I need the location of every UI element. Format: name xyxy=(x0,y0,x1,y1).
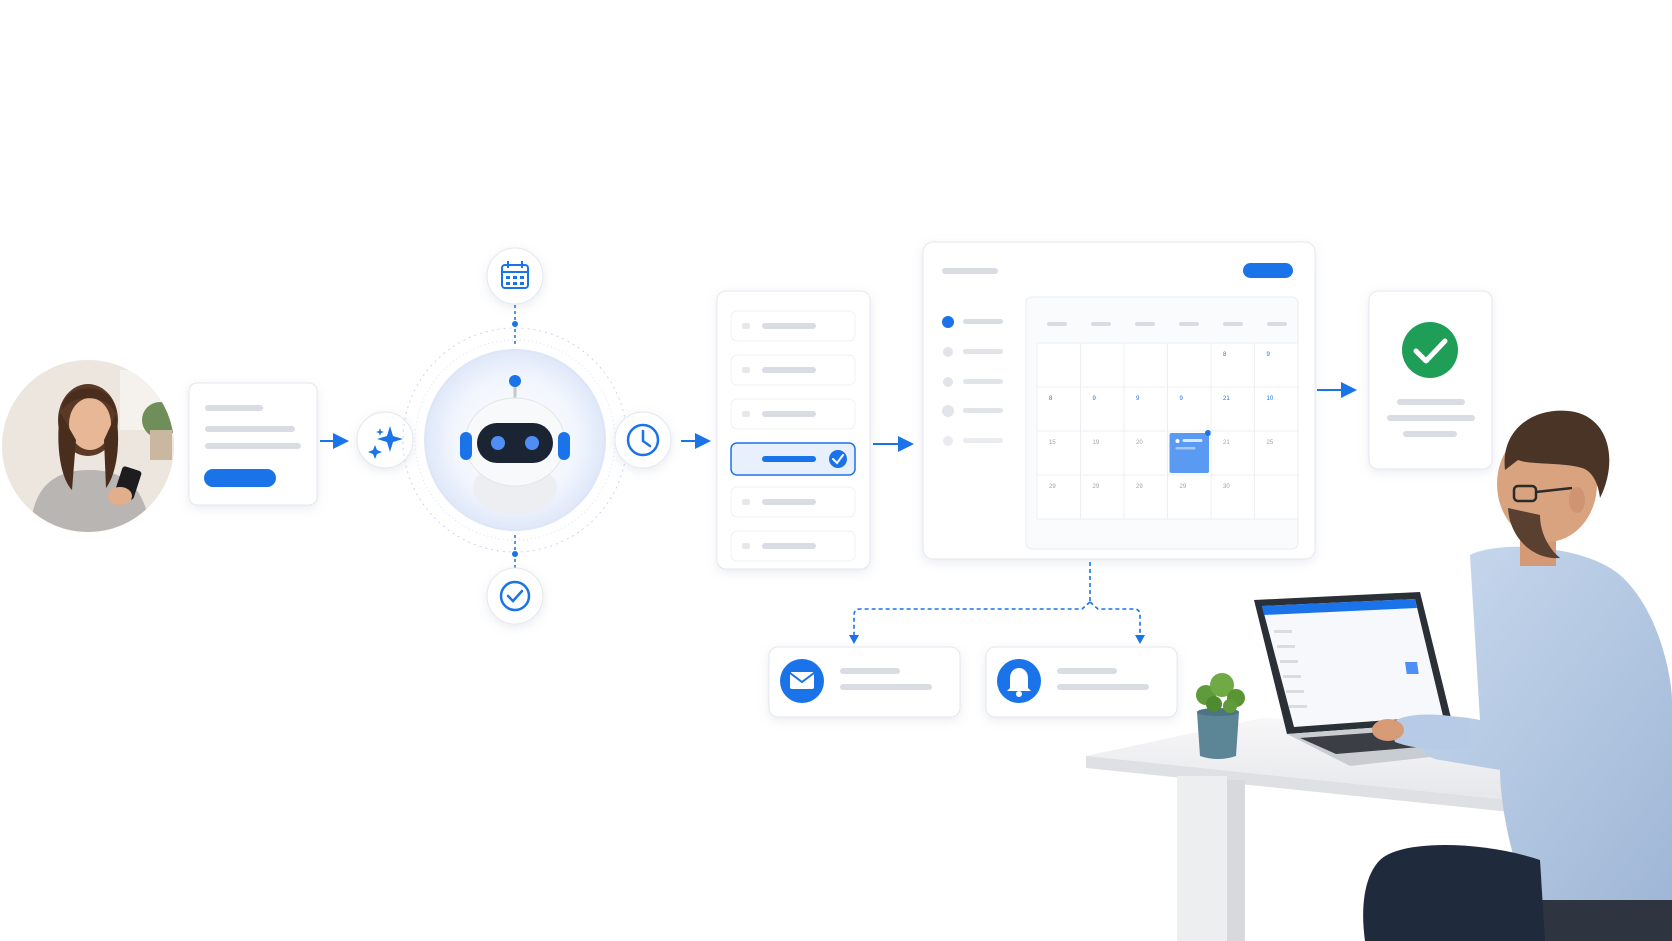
calendar-day-number: 29 xyxy=(1136,484,1143,490)
weekday-label xyxy=(1179,322,1199,326)
placeholder-line xyxy=(205,426,295,432)
calendar-app-card: 8 9 8 9 9 9 21 10 15 19 20 21 25 29 29 29 29 30 xyxy=(922,241,1316,560)
weekday-label xyxy=(1267,322,1287,326)
success-check-icon xyxy=(1402,322,1458,378)
calendar-day-cell[interactable] xyxy=(1123,342,1168,388)
selected-check-icon xyxy=(832,454,844,465)
app-title-placeholder xyxy=(942,268,998,274)
calendar-action-button[interactable] xyxy=(1243,263,1293,278)
bell-icon xyxy=(1007,668,1031,697)
confirmation-node xyxy=(486,535,544,625)
check-circle-icon xyxy=(499,580,531,612)
calendar-day-number: 9 xyxy=(1180,396,1184,402)
calendar-day-cell[interactable]: 29 xyxy=(1036,474,1081,520)
push-notification-card xyxy=(985,646,1178,718)
booking-request-card xyxy=(188,382,318,506)
time-slot-list-card xyxy=(716,290,871,570)
calendar-day-cell[interactable]: 9 xyxy=(1080,386,1125,432)
calendar-day-number: 29 xyxy=(1093,484,1100,490)
time-node xyxy=(614,411,672,469)
calendar-day-number: 19 xyxy=(1093,440,1100,446)
customer-avatar xyxy=(2,360,174,532)
calendar-day-cell[interactable]: 25 xyxy=(1254,430,1299,476)
potted-plant xyxy=(1196,673,1245,759)
placeholder-line xyxy=(205,443,301,449)
calendar-day-number: 8 xyxy=(1223,352,1227,358)
calendar-day-cell[interactable]: 9 xyxy=(1123,386,1168,432)
calendar-icon xyxy=(501,261,529,289)
booking-confirmed-card xyxy=(1368,290,1493,470)
time-slot-selected[interactable] xyxy=(730,442,856,476)
calendar-day-cell[interactable]: 8 xyxy=(1210,342,1255,388)
time-slot-option[interactable] xyxy=(730,398,856,430)
calendar-day-cell[interactable]: 29 xyxy=(1123,474,1168,520)
sparkle-icon xyxy=(368,426,403,459)
calendar-day-number: 21 xyxy=(1223,440,1230,446)
calendar-day-cell[interactable]: 9 xyxy=(1254,342,1299,388)
laptop xyxy=(1254,592,1510,766)
calendar-day-number: 29 xyxy=(1180,484,1187,490)
robot-icon xyxy=(460,375,570,514)
calendar-day-cell[interactable] xyxy=(1254,474,1299,520)
calendar-day-number: 9 xyxy=(1267,352,1271,358)
calendar-day-cell[interactable]: 29 xyxy=(1080,474,1125,520)
calendar-day-cell[interactable]: 10 xyxy=(1254,386,1299,432)
calendar-day-cell[interactable]: 21 xyxy=(1210,386,1255,432)
calendar-day-cell[interactable]: 9 xyxy=(1167,386,1212,432)
calendar-day-cell[interactable]: 20 xyxy=(1123,430,1168,476)
calendar-day-number: 21 xyxy=(1223,396,1230,402)
calendar-day-number: 15 xyxy=(1049,440,1056,446)
calendar-day-cell[interactable]: 30 xyxy=(1210,474,1255,520)
ai-assistant-hub xyxy=(402,327,628,553)
calendar-day-cell[interactable]: 19 xyxy=(1080,430,1125,476)
email-icon xyxy=(789,672,815,689)
calendar-day-number: 20 xyxy=(1136,440,1143,446)
calendar-day-cell[interactable] xyxy=(1036,342,1081,388)
time-slot-option[interactable] xyxy=(730,354,856,386)
submit-button[interactable] xyxy=(204,469,276,487)
calendar-day-number: 9 xyxy=(1136,396,1140,402)
weekday-label xyxy=(1091,322,1111,326)
calendar-sidebar xyxy=(942,316,1003,446)
calendar-day-cell[interactable]: 8 xyxy=(1036,386,1081,432)
calendar-day-number: 30 xyxy=(1223,484,1230,490)
calendar-node xyxy=(486,247,544,345)
eyeglasses xyxy=(1512,484,1573,503)
calendar-day-cell[interactable] xyxy=(1080,342,1125,388)
calendar-day-number: 25 xyxy=(1267,440,1274,446)
calendar-day-number: 10 xyxy=(1267,396,1274,402)
clock-icon xyxy=(626,423,660,457)
calendar-day-cell[interactable] xyxy=(1167,342,1212,388)
selected-appointment-slot[interactable] xyxy=(1169,433,1210,473)
notification-connector xyxy=(853,562,1141,638)
weekday-label xyxy=(1047,322,1067,326)
ai-sparkle-node xyxy=(356,411,414,469)
staff-member-at-desk xyxy=(1086,410,1672,941)
calendar-day-cell[interactable]: 29 xyxy=(1167,474,1212,520)
time-slot-option[interactable] xyxy=(730,310,856,342)
weekday-label xyxy=(1223,322,1243,326)
email-notification-card xyxy=(768,646,961,718)
calendar-day-cell[interactable] xyxy=(1167,430,1212,476)
calendar-day-number: 8 xyxy=(1049,396,1053,402)
time-slot-option[interactable] xyxy=(730,486,856,518)
placeholder-line xyxy=(205,405,263,411)
calendar-day-number: 9 xyxy=(1093,396,1097,402)
calendar-day-cell[interactable]: 21 xyxy=(1210,430,1255,476)
weekday-label xyxy=(1135,322,1155,326)
time-slot-option[interactable] xyxy=(730,530,856,562)
calendar-day-cell[interactable]: 15 xyxy=(1036,430,1081,476)
calendar-day-number: 29 xyxy=(1049,484,1056,490)
